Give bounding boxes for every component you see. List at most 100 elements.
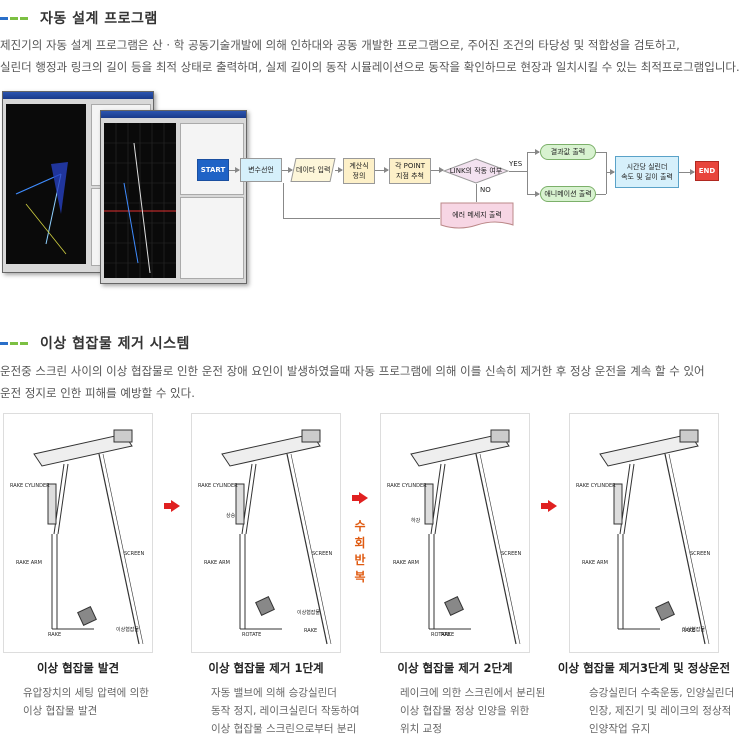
section-bar-icon: [0, 16, 28, 20]
step-description-line: 유압장치의 세팅 압력에 의한: [23, 687, 149, 699]
label-rake-arm: RAKE ARM: [582, 560, 608, 566]
label-rake-cylinder: RAKE CYLINDER: [10, 483, 50, 489]
flow-cylinder-line: 속도 및 길이 출력: [621, 173, 673, 181]
step-description-line: 인양작업 유지: [589, 723, 651, 735]
label-rake-cylinder: RAKE CYLINDER: [198, 483, 238, 489]
rake-machine-drawing: RAKE CYLINDER RAKE ARM SCREEN RAKE 이상협잡물: [10, 429, 144, 645]
step-description-line: 인장, 제진기 및 레이크의 정상적: [589, 705, 732, 717]
label-rotate: ROTATE: [431, 632, 450, 638]
label-rake-arm: RAKE ARM: [204, 560, 230, 566]
description-line: 실린더 행정과 링크의 길이 등을 최적 상태로 출력하며, 실제 길이의 동작…: [0, 60, 740, 74]
step-description-line: 이상 협잡물 정상 인양을 위한: [400, 705, 530, 717]
section-description: 제진기의 자동 설계 프로그램은 산 · 학 공동기술개발에 의해 인하대와 공…: [0, 34, 740, 78]
rake-machine-drawing: RAKE CYLINDER RAKE ARM SCREEN RAKE 이상협잡물…: [198, 429, 332, 645]
description-line: 운전중 스크린 사이의 이상 협잡물로 인한 운전 장애 요인이 발생하였을때 …: [0, 364, 705, 378]
label-debris: 이상협잡물: [682, 626, 705, 633]
flow-variable-declare: 변수선언: [240, 158, 282, 182]
step-title: 이상 협잡물 제거3단계 및 정상운전: [557, 661, 731, 675]
flow-point-line: 각 POINT: [395, 162, 425, 170]
label-rake-arm: RAKE ARM: [393, 560, 419, 566]
repeat-char: 회: [354, 536, 366, 550]
flow-error-output: [440, 202, 514, 229]
step-description-line: 이상 협잡물 발견: [23, 705, 98, 717]
flow-arrow: [527, 149, 540, 155]
rake-machine-drawing: RAKE CYLINDER RAKE ARM SCREEN RAKE ROTAT…: [387, 429, 521, 645]
step-description-line: 이상 협잡물 스크린으로부터 분리: [211, 723, 357, 735]
label-rake: RAKE: [304, 628, 317, 634]
flow-decision-label: LINK의 작동 여부: [449, 167, 503, 175]
next-step-arrow-icon: [541, 500, 557, 512]
flow-arrow: [335, 167, 343, 173]
flow-arrow: [375, 167, 389, 173]
flow-point-trace: 각 POINT 지점 추척: [389, 158, 431, 184]
label-rake: RAKE: [48, 632, 61, 638]
next-step-arrow-icon: [164, 500, 180, 512]
step-title: 이상 협잡물 발견: [36, 661, 120, 675]
flow-cylinder-line: 시간당 실린더: [626, 163, 668, 171]
next-step-arrow-icon: [352, 492, 368, 504]
step-description-line: 위치 교정: [400, 723, 442, 735]
label-up: 상승: [226, 512, 236, 519]
flow-arrow: [527, 191, 540, 197]
flow-line: [509, 171, 527, 172]
label-rake: RAKE: [441, 632, 454, 638]
flow-arrow: [431, 167, 444, 173]
flow-arrow: [679, 169, 695, 175]
label-down: 하강: [411, 517, 421, 524]
flow-start: START: [197, 159, 229, 181]
label-debris: 이상협잡물: [297, 609, 320, 616]
repeat-label: 수 회 반 복: [353, 518, 367, 586]
step-description-line: 승강실린더 수축운동, 인양실린더: [589, 687, 735, 699]
flow-formula-line: 정의: [352, 172, 366, 180]
description-line: 운전 정지로 인한 피해를 예방할 수 있다.: [0, 386, 195, 400]
step-diagram-panel: RAKE CYLINDER RAKE ARM SCREEN RAKE ROTAT…: [380, 413, 530, 653]
label-rake-cylinder: RAKE CYLINDER: [387, 483, 427, 489]
flow-arrow: [282, 167, 293, 173]
rake-machine-drawing: RAKE CYLINDER RAKE ARM SCREEN RAKE 이상협잡물: [576, 429, 710, 645]
description-line: 제진기의 자동 설계 프로그램은 산 · 학 공동기술개발에 의해 인하대와 공…: [0, 38, 680, 52]
repeat-char: 수: [354, 519, 366, 533]
section-title: 자동 설계 프로그램: [40, 11, 158, 27]
flow-arrow: [606, 169, 615, 175]
flow-data-input: 데이타 입력: [290, 158, 336, 182]
label-rake-cylinder: RAKE CYLINDER: [576, 483, 616, 489]
section-description: 운전중 스크린 사이의 이상 협잡물로 인한 운전 장애 요인이 발생하였을때 …: [0, 360, 716, 404]
step-title: 이상 협잡물 제거 2단계: [397, 661, 513, 675]
step-diagram-panel: RAKE CYLINDER RAKE ARM SCREEN RAKE 이상협잡물…: [191, 413, 341, 653]
flow-result-output: 결과값 출력: [540, 144, 596, 160]
repeat-char: 복: [354, 570, 366, 584]
flow-data-input-label: 데이타 입력: [295, 166, 331, 174]
step-diagram-panel: RAKE CYLINDER RAKE ARM SCREEN RAKE 이상협잡물: [3, 413, 153, 653]
flow-line: [527, 152, 528, 194]
repeat-char: 반: [354, 553, 366, 567]
program-screenshot-window: [100, 110, 247, 284]
label-rake: RAKE: [682, 628, 695, 634]
section-bar-icon: [0, 341, 28, 345]
flow-yes-label: YES: [509, 160, 523, 168]
label-screen: SCREEN: [124, 551, 144, 557]
flow-formula-line: 계산식: [349, 162, 369, 170]
flow-no-label: NO: [480, 186, 491, 194]
section-header-debris-removal: 이상 협잡물 제거 시스템: [0, 333, 190, 353]
flow-arrow: [229, 167, 240, 173]
flow-decision-diamond: [442, 158, 510, 184]
label-screen: SCREEN: [501, 551, 521, 557]
label-rotate: ROTATE: [242, 632, 261, 638]
flow-point-line: 지점 추척: [396, 172, 424, 180]
step-diagram-panel: RAKE CYLINDER RAKE ARM SCREEN RAKE 이상협잡물: [569, 413, 719, 653]
flow-end: END: [695, 161, 719, 181]
flow-error-label: 에러 메세지 출력: [452, 211, 502, 219]
flow-animation-output: 애니메이션 출력: [540, 186, 596, 202]
label-screen: SCREEN: [690, 551, 710, 557]
step-title: 이상 협잡물 제거 1단계: [208, 661, 324, 675]
step-description-line: 동작 정지, 레이크실린더 작동하여: [211, 705, 360, 717]
step-description-line: 자동 밸브에 의해 승강실린더: [211, 687, 337, 699]
label-screen: SCREEN: [312, 551, 332, 557]
